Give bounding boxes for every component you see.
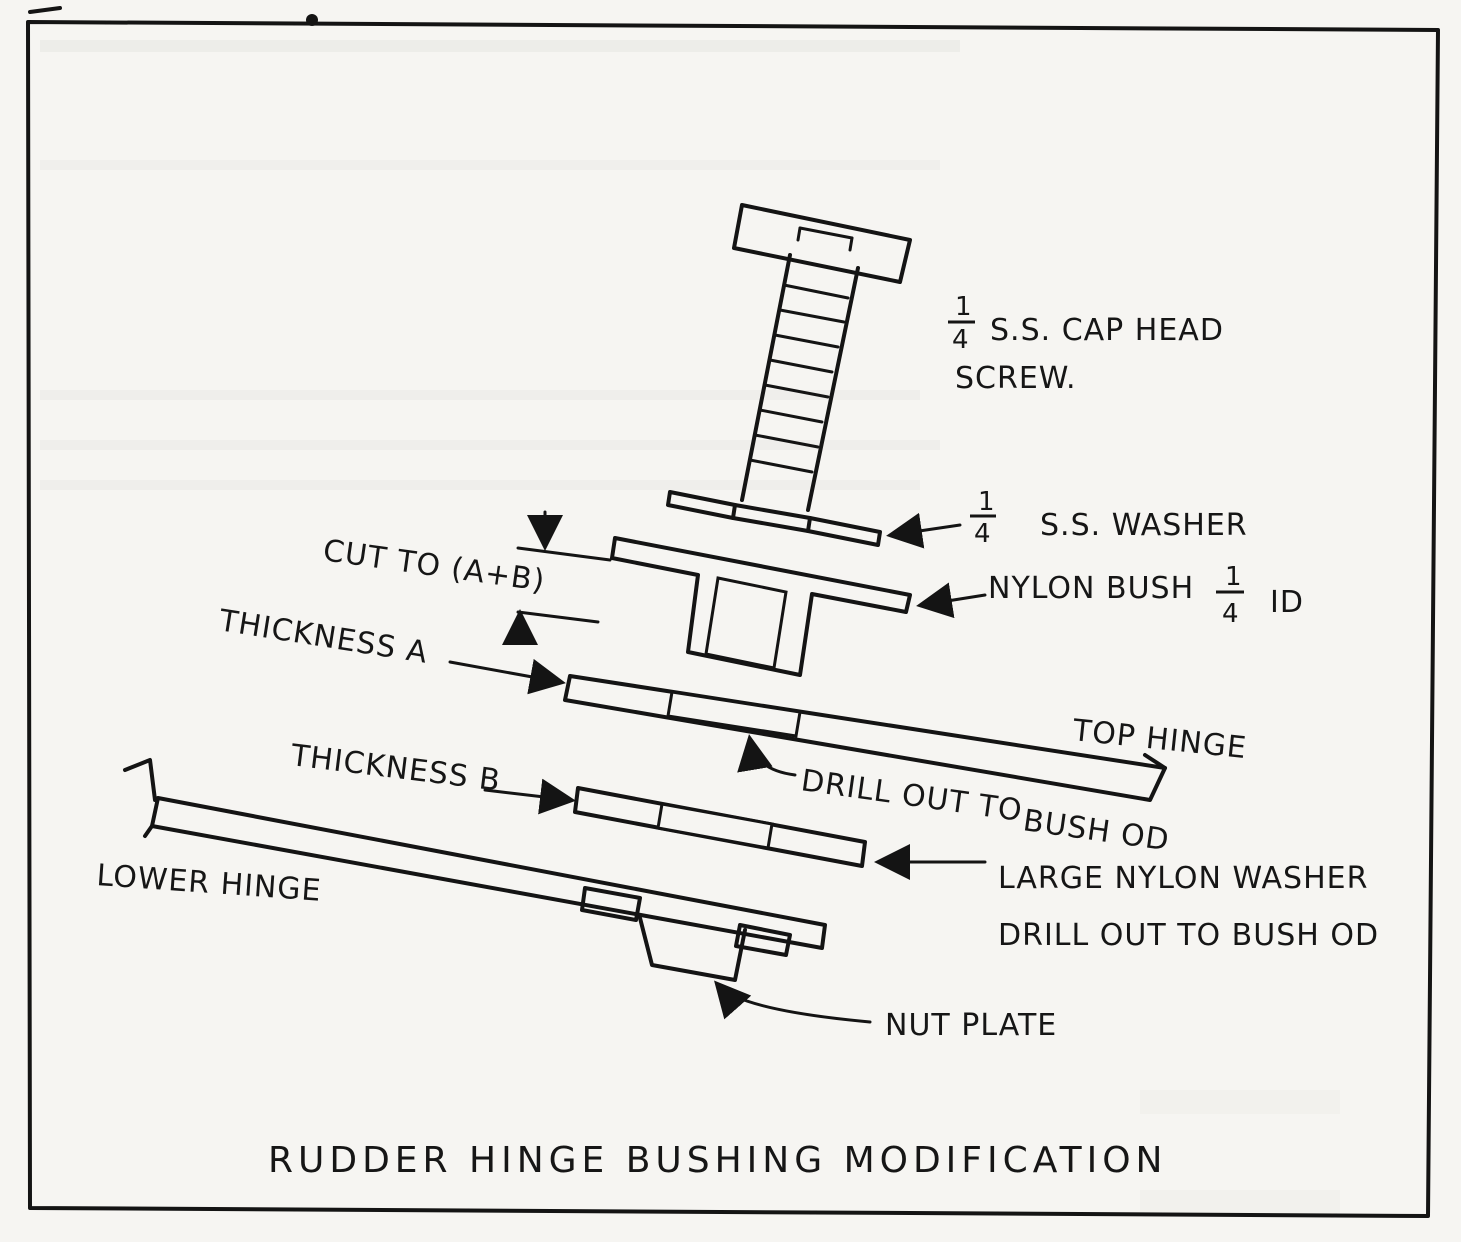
washer-frac-num: 1 xyxy=(978,487,995,517)
cap-head-screw xyxy=(732,203,912,512)
nylon-bush xyxy=(610,536,912,677)
top-hinge-plate xyxy=(563,674,1167,802)
large-washer-label-2: DRILL OUT TO BUSH OD xyxy=(998,918,1379,953)
bush-id-label: ID xyxy=(1270,585,1304,620)
border-frame xyxy=(26,20,1440,1218)
bleed-through-text xyxy=(40,40,1340,1214)
nut-plate xyxy=(580,886,792,982)
cap-screw-frac-den: 4 xyxy=(952,325,969,355)
leader-lines xyxy=(448,510,987,1024)
cap-screw-label-2: SCREW. xyxy=(955,361,1077,396)
labels: 1 4 S.S. CAP HEAD SCREW. 1 4 S.S. WASHER… xyxy=(95,292,1379,1181)
lower-hinge-label: LOWER HINGE xyxy=(95,858,322,909)
lower-hinge-plate xyxy=(123,758,827,950)
nylon-bush-label: NYLON BUSH xyxy=(988,571,1194,606)
bush-frac-den: 4 xyxy=(1222,599,1239,629)
washer-frac-den: 4 xyxy=(974,519,991,549)
thickness-b-label: THICKNESS B xyxy=(288,738,503,799)
ss-washer xyxy=(666,490,882,547)
large-nylon-washer xyxy=(573,786,867,868)
thickness-a-label: THICKNESS A xyxy=(216,603,431,671)
large-washer-label: LARGE NYLON WASHER xyxy=(998,861,1368,896)
cap-screw-frac-num: 1 xyxy=(955,292,972,322)
washer-label: S.S. WASHER xyxy=(1040,508,1248,543)
diagram-title: RUDDER HINGE BUSHING MODIFICATION xyxy=(268,1140,1167,1181)
bush-frac-num: 1 xyxy=(1225,562,1242,592)
cut-to-label: CUT TO (A+B) xyxy=(321,533,548,599)
drill-out-label-2: BUSH OD xyxy=(1021,803,1172,858)
cap-screw-label: S.S. CAP HEAD xyxy=(990,313,1224,348)
nut-plate-label: NUT PLATE xyxy=(885,1008,1057,1043)
